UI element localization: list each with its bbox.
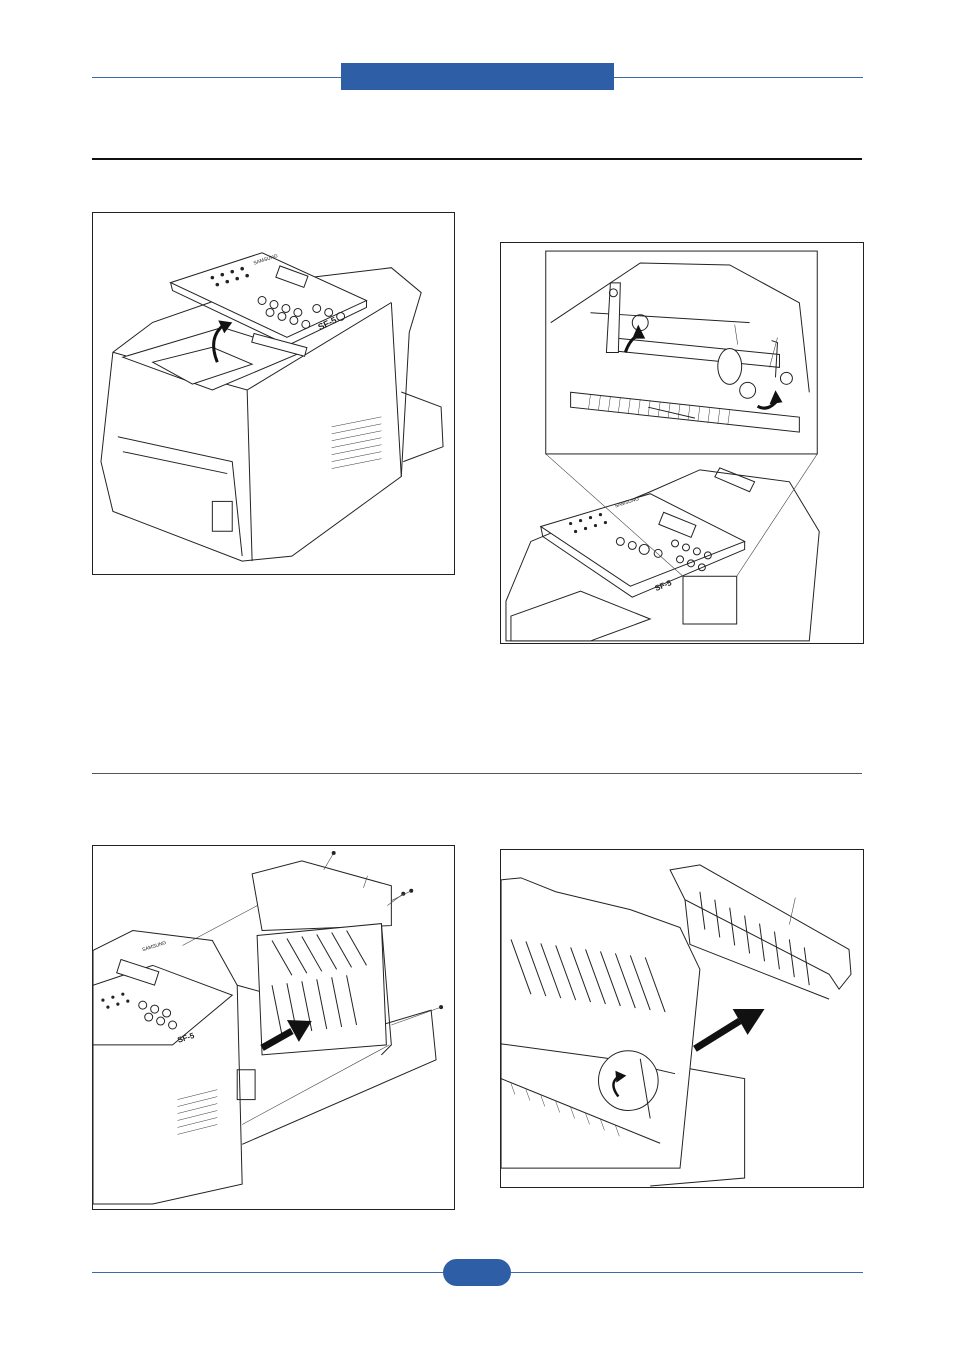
detail-circle [598, 1051, 658, 1111]
fax-machine-illustration-3: SF-5 SAMSUNG [93, 846, 454, 1209]
fax-machine-illustration-1: SF-5 SAMSUNG [93, 213, 454, 574]
push-arrow-icon [695, 1009, 765, 1049]
fax-machine-illustration-4 [501, 850, 863, 1187]
page-number-badge [443, 1259, 511, 1286]
figure-control-panel-lift: SF-5 SAMSUNG [92, 212, 455, 575]
section-rule-middle [92, 773, 862, 774]
header-section-tab [341, 63, 614, 90]
fax-machine-illustration-2: SF-5 SAMSUNG [501, 243, 863, 643]
figure-rear-cover-removal: SF-5 SAMSUNG [92, 845, 455, 1210]
figure-roller-release: SF-5 SAMSUNG [500, 242, 864, 644]
figure-rear-cover-insertion [500, 849, 864, 1188]
section-rule-top [92, 158, 862, 160]
